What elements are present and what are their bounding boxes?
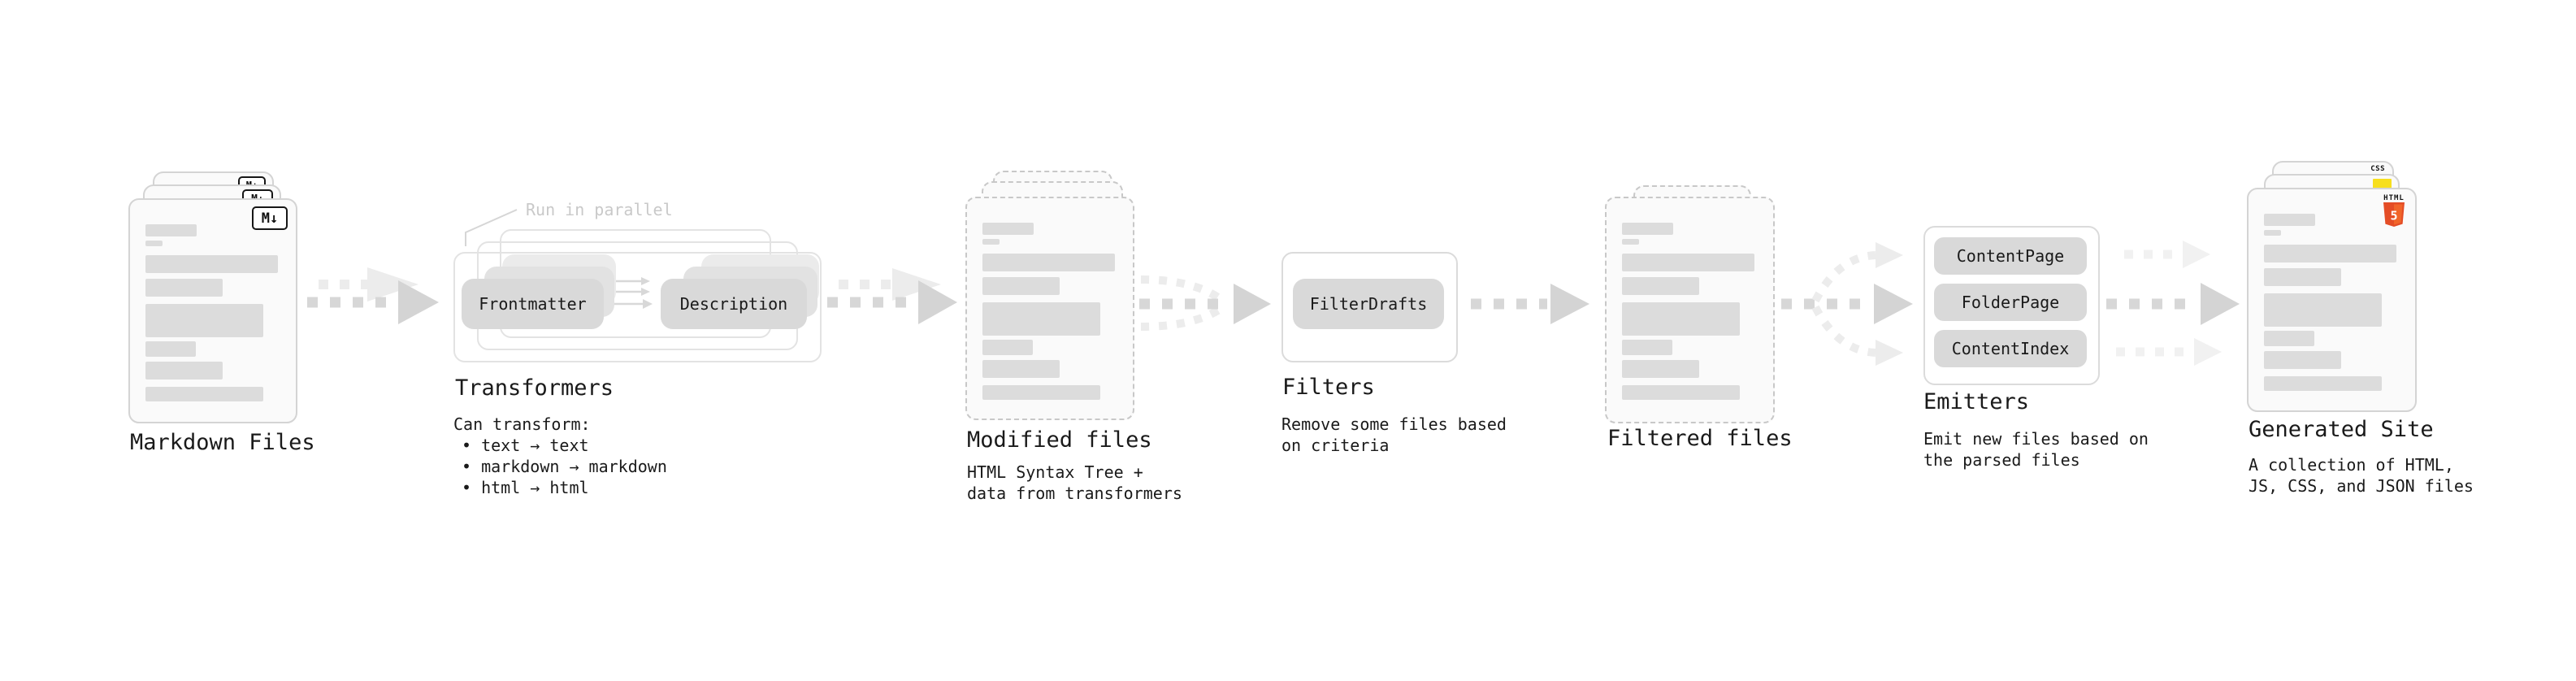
text-line-placeholder (982, 360, 1060, 378)
arrow-markdown-to-transformers (307, 267, 439, 324)
arrow-emitters-to-generated (2106, 241, 2240, 366)
text-line-placeholder (1622, 385, 1740, 400)
stage-label-emitters: Emitters (1923, 389, 2030, 414)
transformers-bullet: • html → html (462, 478, 589, 497)
modified-desc-line: HTML Syntax Tree + (967, 462, 1143, 482)
emitters-description: Emit new files based on the parsed files (1923, 428, 2149, 471)
run-in-parallel-note: Run in parallel (526, 200, 673, 219)
stage-label-generated-site: Generated Site (2249, 417, 2434, 442)
transformers-description: Can transform: • text → text • markdown … (453, 414, 667, 498)
text-line-placeholder (1622, 302, 1740, 336)
description-node: Description (661, 279, 807, 329)
html5-icon: HTML 5 (2383, 194, 2405, 227)
js-icon (2373, 179, 2392, 190)
generated-desc-line: JS, CSS, and JSON files (2249, 476, 2474, 496)
text-line-placeholder (982, 223, 1034, 235)
text-line-placeholder (1622, 239, 1639, 245)
text-line-placeholder (982, 385, 1100, 400)
arrow-filtered-to-emitters-fanout (1781, 242, 1913, 366)
text-line-placeholder (2264, 268, 2341, 286)
filters-desc-line: Remove some files based (1281, 414, 1507, 434)
text-line-placeholder (2264, 293, 2382, 327)
text-line-placeholder (1622, 223, 1673, 235)
file-card-front (965, 197, 1134, 420)
transformers-bullet: • markdown → markdown (462, 457, 667, 476)
contentindex-node: ContentIndex (1934, 330, 2087, 367)
contentpage-node: ContentPage (1934, 237, 2087, 275)
transformers-bullet: • text → text (462, 436, 589, 455)
stage-label-filtered-files: Filtered files (1607, 426, 1793, 451)
html5-icon-number: 5 (2390, 209, 2397, 223)
folderpage-node: FolderPage (1934, 284, 2087, 321)
text-line-placeholder (145, 362, 223, 380)
text-line-placeholder (1622, 254, 1754, 271)
arrow-modified-to-filters-merge (1139, 275, 1271, 331)
text-line-placeholder (145, 241, 163, 246)
text-line-placeholder (1622, 277, 1699, 295)
html5-icon-label: HTML (2383, 194, 2405, 202)
transformer-group-outline-front (453, 252, 822, 362)
text-line-placeholder (145, 224, 197, 236)
filterdrafts-node: FilterDrafts (1293, 279, 1444, 329)
text-line-placeholder (982, 277, 1060, 295)
text-line-placeholder (982, 239, 1000, 245)
frontmatter-node: Frontmatter (462, 279, 604, 329)
text-line-placeholder (145, 279, 223, 297)
file-card-front (1605, 197, 1775, 423)
stage-label-markdown-files: Markdown Files (130, 430, 315, 455)
stage-label-filters: Filters (1282, 375, 1375, 400)
text-line-placeholder (982, 254, 1115, 271)
file-card-front-html: HTML 5 (2247, 188, 2417, 412)
stage-label-transformers: Transformers (455, 375, 614, 401)
emitters-desc-line: Emit new files based on (1923, 429, 2149, 449)
text-line-placeholder (982, 302, 1100, 336)
arrow-transformers-to-modified (827, 268, 957, 324)
text-line-placeholder (145, 304, 263, 337)
text-line-placeholder (145, 255, 278, 273)
transformers-desc-title: Can transform: (453, 414, 591, 434)
file-card-front: M↓ (128, 198, 297, 423)
emitters-desc-line: the parsed files (1923, 450, 2080, 470)
stage-label-modified-files: Modified files (967, 427, 1152, 453)
text-line-placeholder (2264, 351, 2341, 369)
text-line-placeholder (1622, 360, 1699, 378)
text-line-placeholder (2264, 245, 2396, 262)
filters-description: Remove some files based on criteria (1281, 414, 1507, 456)
text-line-placeholder (982, 340, 1033, 355)
generated-desc-line: A collection of HTML, (2249, 455, 2454, 475)
html5-shield: 5 (2383, 202, 2405, 227)
text-line-placeholder (2264, 331, 2314, 346)
text-line-placeholder (145, 341, 196, 357)
markdown-icon: M↓ (252, 206, 288, 230)
filters-desc-line: on criteria (1281, 436, 1390, 455)
arrow-filters-to-filtered (1471, 284, 1589, 324)
text-line-placeholder (2264, 376, 2382, 391)
markdown-icon-glyph: M↓ (261, 210, 279, 227)
generated-site-description: A collection of HTML, JS, CSS, and JSON … (2249, 454, 2474, 497)
text-line-placeholder (2264, 230, 2281, 236)
text-line-placeholder (145, 387, 263, 401)
modified-files-description: HTML Syntax Tree + data from transformer… (967, 462, 1182, 504)
css-icon-label: CSS (2370, 165, 2385, 173)
text-line-placeholder (1622, 340, 1672, 355)
modified-desc-line: data from transformers (967, 484, 1182, 503)
text-line-placeholder (2264, 214, 2315, 226)
